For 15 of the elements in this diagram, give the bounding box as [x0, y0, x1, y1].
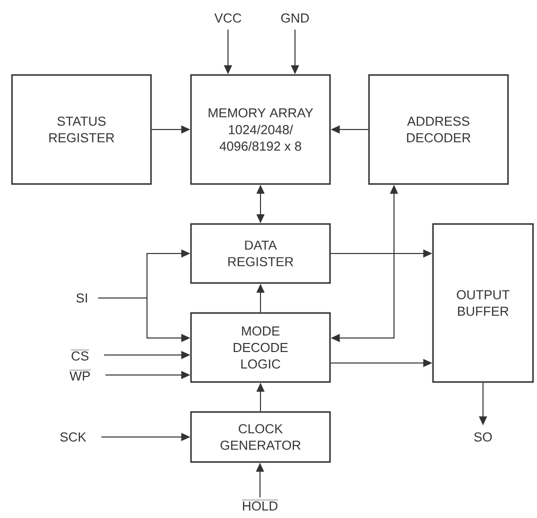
- signal-label: SCK: [60, 432, 86, 442]
- signal-label: CS: [70, 350, 90, 361]
- process-box: OUTPUT BUFFER: [432, 223, 534, 383]
- process-box: MODE DECODE LOGIC: [190, 312, 331, 383]
- process-box: CLOCK GENERATOR: [190, 411, 331, 463]
- process-box: DATA REGISTER: [190, 223, 331, 284]
- signal-label: WP: [69, 370, 91, 380]
- process-box: ADDRESS DECODER: [368, 74, 509, 185]
- process-box: STATUS REGISTER: [11, 74, 152, 185]
- signal-label: VCC: [214, 13, 242, 23]
- signal-label: HOLD: [242, 500, 278, 511]
- process-box: MEMORY ARRAY 1024/2048/ 4096/8192 x 8: [190, 74, 331, 185]
- signal-label: SI: [76, 293, 87, 303]
- signal-label: SO: [474, 432, 492, 442]
- signal-label: GND: [281, 13, 309, 23]
